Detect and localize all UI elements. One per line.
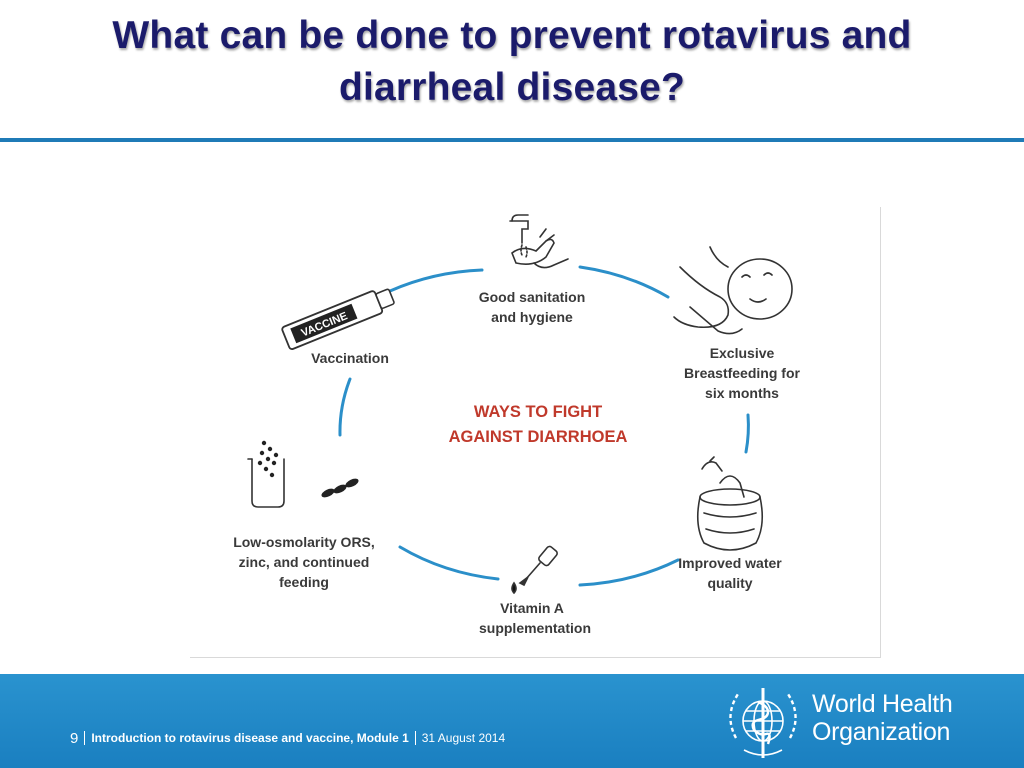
who-name-line-2: Organization xyxy=(812,718,951,746)
arc-top-left xyxy=(388,268,484,293)
footer-text: 9 Introduction to rotavirus disease and … xyxy=(70,728,505,748)
faucet-hands-icon xyxy=(509,214,569,269)
label-vaccination: Vaccination xyxy=(311,350,389,366)
label-breastfeeding-line-3: six months xyxy=(705,385,779,401)
dropper-icon xyxy=(511,545,558,595)
prevention-cycle-diagram: WAYS TO FIGHT AGAINST DIARRHOEA Good san… xyxy=(190,207,881,658)
label-breastfeeding-line-1: Exclusive xyxy=(710,345,775,361)
label-breastfeeding-line-2: Breastfeeding for xyxy=(684,365,800,381)
cycle-arcs xyxy=(338,265,750,587)
label-ors-line-2: zinc, and continued xyxy=(239,554,370,570)
slide-footer: 9 Introduction to rotavirus disease and … xyxy=(0,674,1024,768)
slide-title: What can be done to prevent rotavirus an… xyxy=(0,10,1024,114)
center-title-line-2: AGAINST DIARRHOEA xyxy=(449,428,628,446)
footer-separator xyxy=(84,731,86,745)
label-sanitation-line-2: and hygiene xyxy=(491,309,573,325)
arc-right xyxy=(744,413,750,454)
breastfeeding-icon xyxy=(673,246,793,335)
label-water-line-2: quality xyxy=(707,575,752,591)
label-ors-line-1: Low-osmolarity ORS, xyxy=(233,534,375,550)
label-water-line-1: Improved water xyxy=(678,555,782,571)
diagram-canvas: WAYS TO FIGHT AGAINST DIARRHOEA Good san… xyxy=(233,214,801,636)
arc-bottom-right xyxy=(578,558,680,587)
water-jar-icon xyxy=(696,456,764,551)
arc-bottom-left xyxy=(398,545,500,581)
who-name-line-1: World Health xyxy=(812,690,953,718)
vaccine-tube-icon: VACCINE xyxy=(281,288,395,350)
module-title: Introduction to rotavirus disease and va… xyxy=(91,731,409,745)
label-vitamin-line-2: supplementation xyxy=(479,620,591,636)
who-wordmark: World Health Organization xyxy=(812,690,953,746)
slide-title-line-2: diarrheal disease? xyxy=(338,66,686,109)
footer-date: 31 August 2014 xyxy=(421,731,506,745)
arc-left xyxy=(338,377,352,437)
slide-title-line-1: What can be done to prevent rotavirus an… xyxy=(112,14,912,57)
ors-beaker-icon xyxy=(247,440,359,508)
label-ors-line-3: feeding xyxy=(279,574,329,590)
page-number: 9 xyxy=(70,729,79,747)
label-sanitation-line-1: Good sanitation xyxy=(479,289,586,305)
center-title-line-1: WAYS TO FIGHT xyxy=(474,403,602,421)
title-divider xyxy=(0,138,1024,142)
who-emblem-icon xyxy=(729,688,797,758)
label-vitamin-line-1: Vitamin A xyxy=(500,600,564,616)
footer-separator xyxy=(414,731,416,745)
arc-top-right xyxy=(578,265,670,299)
